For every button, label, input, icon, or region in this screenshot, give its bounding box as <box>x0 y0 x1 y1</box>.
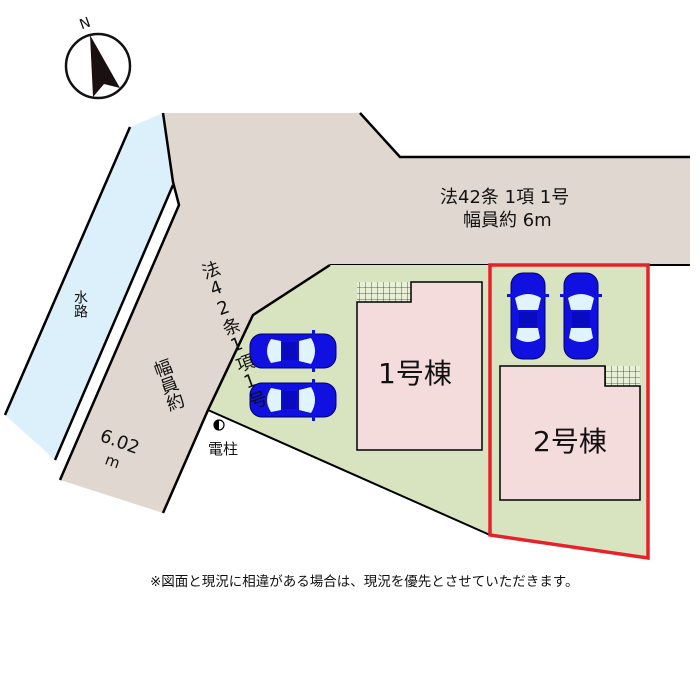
road <box>60 113 690 513</box>
car-icon <box>559 272 603 360</box>
utility-pole-label: 電柱 <box>208 440 239 458</box>
building-2 <box>499 365 641 501</box>
lot-2-highlight <box>488 263 650 561</box>
car-icon <box>506 272 550 360</box>
water-channel <box>5 113 173 460</box>
car-icon <box>249 329 337 373</box>
balcony-2 <box>605 366 640 386</box>
water-channel-label: 水路 <box>72 290 88 318</box>
disclaimer-note: ※図面と現況に相違がある場合は、現況を優先とさせていただきます。 <box>150 574 579 590</box>
building-1-label: 1号棟 <box>378 357 452 390</box>
building-1 <box>356 281 483 451</box>
north-road-label: 法42条 1項 1号 <box>440 187 570 208</box>
balcony-1 <box>357 282 411 302</box>
north-arrow-icon <box>64 32 132 100</box>
utility-pole-icon <box>213 419 225 431</box>
building-2-label: 2号棟 <box>533 425 607 458</box>
north-road-width: 幅員約 6m <box>463 210 552 231</box>
